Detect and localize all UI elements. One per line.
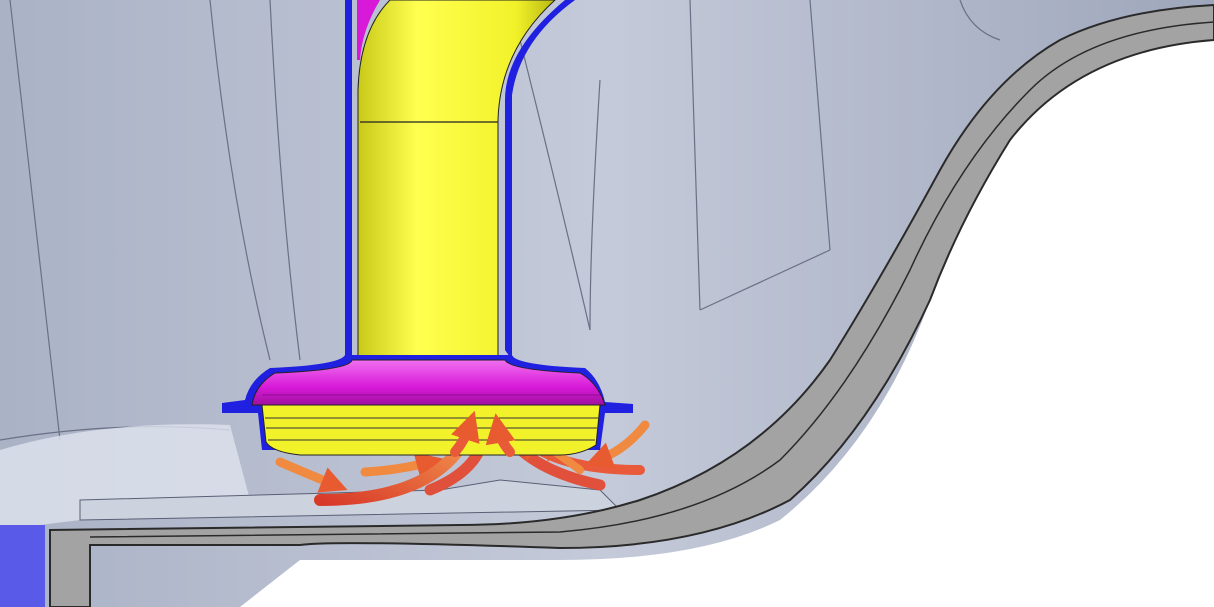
flow-arrow — [485, 413, 516, 457]
surface-ribs — [0, 0, 1001, 441]
flow-arrow — [450, 410, 480, 457]
flow-arrows-front — [450, 410, 516, 457]
pipe-magenta-strip — [357, 0, 380, 60]
flow-arrow — [275, 457, 348, 493]
cap-insert — [261, 404, 601, 456]
outside-region — [240, 40, 1214, 607]
shell-inner-edge — [89, 21, 1214, 538]
flow-arrow — [360, 452, 444, 479]
cap-insert-lines — [265, 417, 598, 441]
flow-arrow — [585, 420, 650, 468]
shell-section — [49, 3, 1214, 607]
blue-strut — [0, 525, 45, 607]
pipe — [357, 0, 556, 361]
